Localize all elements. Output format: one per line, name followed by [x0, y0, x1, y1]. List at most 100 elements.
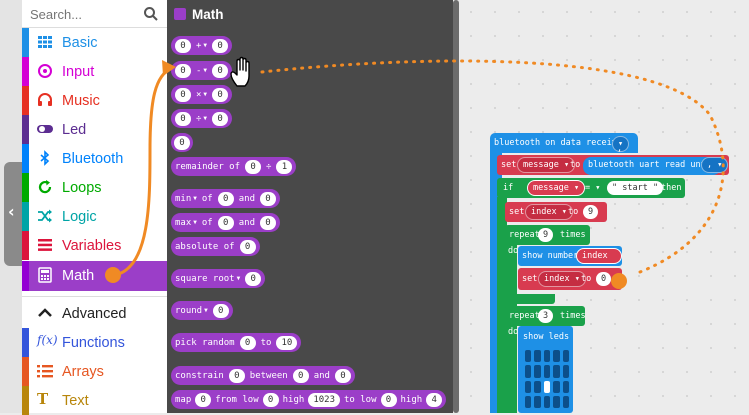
number-input[interactable]: 0	[174, 135, 190, 150]
number-input[interactable]: 0	[212, 63, 229, 78]
number-input[interactable]: 0	[212, 87, 229, 102]
number-input[interactable]: 0	[212, 38, 229, 53]
delimiter-dropdown[interactable]: , ▾	[612, 136, 630, 154]
led-cell[interactable]	[543, 365, 551, 378]
function-dropdown[interactable]: round▼	[175, 306, 208, 316]
block-subtract[interactable]: 0 -▼ 0	[171, 61, 233, 80]
block-absolute[interactable]: absolute of 0	[171, 237, 260, 256]
variable-dropdown[interactable]: index ▾	[576, 248, 622, 275]
collapse-toolbox-button[interactable]: ‹	[4, 162, 24, 266]
show-number-block[interactable]: show number index ▾	[518, 246, 622, 275]
block-map[interactable]: map 0 from low 0 high 1023 to low 0 high…	[171, 390, 447, 409]
operator-dropdown[interactable]: +▼	[196, 41, 207, 51]
function-dropdown[interactable]: square root▼	[175, 274, 240, 284]
led-cell[interactable]	[543, 350, 551, 363]
category-text[interactable]: T Text	[22, 386, 167, 415]
number-input[interactable]: 4	[426, 392, 443, 407]
led-cell[interactable]	[553, 380, 560, 393]
led-cell[interactable]	[525, 395, 532, 408]
number-input[interactable]: 0	[217, 191, 234, 206]
category-basic[interactable]: Basic	[22, 28, 167, 57]
led-cell[interactable]	[543, 380, 551, 393]
if-block[interactable]: if message ▾ = ▾ " start " then	[497, 178, 685, 198]
number-input[interactable]: 0	[292, 368, 309, 383]
number-input[interactable]: 0	[260, 215, 276, 230]
led-cell[interactable]	[525, 380, 532, 393]
category-advanced[interactable]: Advanced	[22, 299, 167, 328]
number-input[interactable]: 0	[334, 368, 351, 383]
category-arrays[interactable]: Arrays	[22, 357, 167, 386]
category-functions[interactable]: f(x) Functions	[22, 328, 167, 357]
operator-dropdown[interactable]: ×▼	[196, 90, 207, 100]
search-input[interactable]	[28, 4, 142, 24]
operator-dropdown[interactable]: -▼	[196, 66, 207, 76]
text-input[interactable]: " start "	[607, 181, 664, 195]
led-cell[interactable]	[562, 395, 569, 408]
led-cell[interactable]	[553, 350, 560, 363]
block-remainder[interactable]: remainder of 0 ÷ 1	[171, 157, 297, 176]
repeat-block[interactable]: repeat 9 times	[505, 225, 590, 245]
block-min[interactable]: min▼ of 0 and 0	[171, 189, 280, 208]
variable-dropdown[interactable]: message ▾	[527, 180, 586, 196]
number-input[interactable]: 0	[212, 303, 229, 318]
category-math[interactable]: Math	[22, 261, 167, 291]
number-input[interactable]: 0	[245, 271, 262, 286]
category-music[interactable]: Music	[22, 86, 167, 115]
led-cell[interactable]	[534, 365, 541, 378]
led-cell[interactable]	[543, 395, 551, 408]
number-input[interactable]: 0	[195, 392, 212, 407]
led-cell[interactable]	[562, 380, 569, 393]
number-input[interactable]: 10	[276, 335, 298, 350]
function-dropdown[interactable]: min▼	[175, 194, 197, 204]
delimiter-dropdown[interactable]: , ▾	[701, 157, 729, 173]
led-cell[interactable]	[562, 350, 569, 363]
category-input[interactable]: Input	[22, 57, 167, 86]
category-loops[interactable]: Loops	[22, 173, 167, 202]
category-led[interactable]: Led	[22, 115, 167, 144]
number-input[interactable]: 0	[175, 87, 191, 102]
number-input[interactable]: 1023	[308, 392, 340, 407]
number-input[interactable]: 1	[276, 159, 293, 174]
block-square-root[interactable]: square root▼ 0	[171, 269, 266, 288]
category-bluetooth[interactable]: Bluetooth	[22, 144, 167, 173]
number-input[interactable]: 0	[175, 63, 191, 78]
number-input[interactable]: 0	[262, 392, 279, 407]
category-logic[interactable]: Logic	[22, 202, 167, 231]
number-input[interactable]: 3	[538, 309, 554, 323]
number-input[interactable]: 0	[175, 38, 191, 53]
block-constrain[interactable]: constrain 0 between 0 and 0	[171, 366, 355, 385]
block-pick-random[interactable]: pick random 0 to 10	[171, 333, 302, 352]
number-input[interactable]: 0	[239, 239, 256, 254]
set-index-block[interactable]: set index ▾ to 0	[518, 268, 622, 290]
led-cell[interactable]	[534, 350, 541, 363]
number-input[interactable]: 0	[175, 111, 191, 126]
operator-dropdown[interactable]: = ▾	[585, 183, 601, 193]
repeat-block[interactable]: repeat 3 times	[505, 306, 586, 326]
number-input[interactable]: 0	[239, 335, 256, 350]
set-message-block[interactable]: set message ▾ to bluetooth uart read unt…	[497, 155, 729, 175]
led-cell[interactable]	[534, 395, 541, 408]
number-input[interactable]: 9	[583, 205, 599, 219]
variable-dropdown[interactable]: message ▾	[517, 157, 576, 173]
number-input[interactable]: 0	[217, 215, 234, 230]
block-divide[interactable]: 0 ÷▼ 0	[171, 109, 233, 128]
show-leds-block[interactable]: show leds	[518, 326, 573, 413]
led-cell[interactable]	[534, 380, 541, 393]
number-input[interactable]: 0	[596, 272, 612, 286]
led-cell[interactable]	[525, 350, 532, 363]
block-number[interactable]: 0	[171, 133, 193, 152]
variable-dropdown[interactable]: index ▾	[538, 271, 586, 287]
number-input[interactable]: 0	[380, 392, 397, 407]
led-cell[interactable]	[562, 365, 569, 378]
variable-dropdown[interactable]: index ▾	[525, 204, 573, 220]
block-round[interactable]: round▼ 0	[171, 301, 233, 320]
block-max[interactable]: max▼ of 0 and 0	[171, 213, 280, 232]
function-dropdown[interactable]: max▼	[175, 218, 197, 228]
number-input[interactable]: 0	[228, 368, 245, 383]
number-input[interactable]: 0	[245, 159, 262, 174]
led-cell[interactable]	[553, 365, 560, 378]
number-input[interactable]: 9	[538, 228, 554, 242]
led-cell[interactable]	[553, 395, 560, 408]
block-add[interactable]: 0 +▼ 0	[171, 36, 233, 55]
number-input[interactable]: 0	[260, 191, 276, 206]
